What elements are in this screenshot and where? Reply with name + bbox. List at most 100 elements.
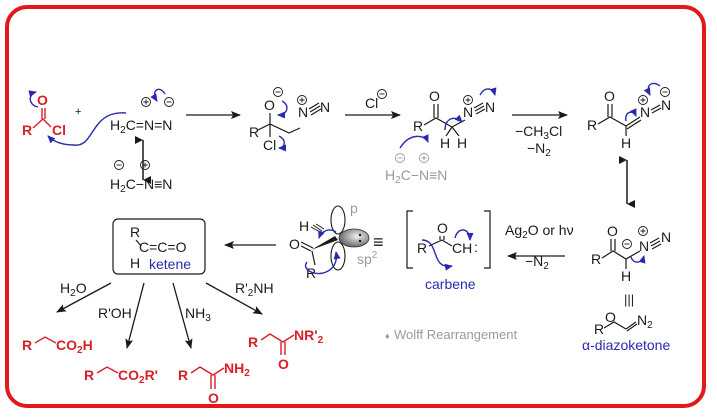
bond xyxy=(96,366,119,374)
double-bond xyxy=(625,321,638,332)
negative-charge-icon xyxy=(622,239,632,249)
negative-charge-icon xyxy=(395,153,405,163)
diazomethane-resonance: H2C−N≡N xyxy=(110,176,172,195)
double-bond xyxy=(41,108,46,119)
diamond-bullet-icon: ♦ xyxy=(385,331,390,341)
atom-N: N xyxy=(485,99,495,115)
negative-charge-icon xyxy=(273,87,283,97)
reaction-arrow-amine xyxy=(205,282,263,315)
negative-charge-icon xyxy=(114,160,124,170)
positive-charge-icon xyxy=(419,153,429,163)
atom-R: R xyxy=(413,118,423,134)
equivalence-icon: ≡ xyxy=(373,232,384,252)
triple-bond xyxy=(649,237,662,250)
atom-Cl: Cl xyxy=(263,137,276,153)
atom-O: O xyxy=(289,236,300,252)
curly-arrow-icon xyxy=(479,87,497,96)
carbene-CH: CH xyxy=(452,240,472,256)
bond xyxy=(601,250,641,260)
wolff-condition-1: Ag2O or hν xyxy=(505,222,574,241)
reagent-alcohol: R'OH xyxy=(98,305,132,321)
curly-arrow-icon xyxy=(630,255,646,264)
atom-H: H xyxy=(130,255,140,271)
bond xyxy=(135,239,142,247)
acyl-chloride: R O Cl xyxy=(22,90,66,138)
atom-O: O xyxy=(437,220,448,236)
reaction-arrow-water xyxy=(56,282,112,313)
atom-H: H xyxy=(299,218,309,234)
atom-O: O xyxy=(429,88,440,104)
carbene: O R CH : carbene xyxy=(406,210,491,292)
curly-arrow-icon xyxy=(421,239,453,271)
diazoketone-resonance-2: O R H N N xyxy=(591,223,671,284)
product-primary-amide: R O NH2 xyxy=(178,360,250,406)
wolff-condition-2: −N2 xyxy=(525,253,549,272)
left-bracket xyxy=(406,210,413,269)
curly-arrow-icon xyxy=(304,251,341,275)
right-bracket xyxy=(484,210,491,269)
lone-pair-icon: : xyxy=(474,239,478,255)
negative-charge-icon xyxy=(164,97,174,107)
curly-arrow-icon xyxy=(399,134,429,149)
double-bond xyxy=(210,375,216,389)
reaction-arrow-alcohol xyxy=(125,282,145,349)
bond xyxy=(597,116,627,127)
carboxylic-acid-group: CO2H xyxy=(56,337,93,356)
atom-R: R xyxy=(22,122,32,138)
diazoketone-resonance-1: O R H N N xyxy=(587,82,671,151)
atom-R: R xyxy=(249,124,259,140)
atom-R: R xyxy=(306,265,316,281)
negative-charge-icon xyxy=(377,89,387,99)
product-carboxylic-acid: R CO2H xyxy=(22,336,93,356)
sp2-label: sp2 xyxy=(357,250,378,267)
positive-charge-icon xyxy=(297,95,307,105)
atom-N: N xyxy=(661,97,671,113)
reaction-arrow-ammonia xyxy=(172,282,193,349)
atom-R: R xyxy=(130,224,140,240)
atom-H: H xyxy=(621,268,631,284)
ester-group: CO2R' xyxy=(118,367,158,386)
diagram-frame xyxy=(5,5,706,408)
atom-R: R xyxy=(248,334,258,350)
equivalence-icon: ||| xyxy=(624,292,634,307)
bond xyxy=(32,118,52,129)
bond xyxy=(190,366,225,376)
atom-R: R xyxy=(587,117,597,133)
product-ester: R CO2R' xyxy=(84,366,158,386)
curly-arrow-icon xyxy=(318,229,337,239)
double-bond xyxy=(439,236,445,240)
atom-R: R xyxy=(417,240,427,256)
plus-sign: + xyxy=(75,106,81,118)
atom-H: H xyxy=(457,135,467,151)
caption: Wolff Rearrangement xyxy=(394,327,517,342)
bond xyxy=(428,239,453,247)
atom-N: N xyxy=(640,104,650,120)
bond xyxy=(423,117,466,128)
positive-charge-icon xyxy=(638,226,648,236)
hash-bond xyxy=(310,223,325,233)
curly-arrow-icon xyxy=(277,100,288,119)
orbital-diagram: O H R p sp2 xyxy=(289,200,378,281)
ketene-formula: C=C=O xyxy=(139,239,187,255)
amide-group: NR'2 xyxy=(294,327,324,346)
triple-bond xyxy=(308,102,322,116)
curly-arrow-icon xyxy=(278,135,287,152)
atom-N: N xyxy=(463,104,473,120)
atom-R: R xyxy=(22,337,32,353)
elimination-condition-2: −N2 xyxy=(527,140,551,159)
positive-charge-icon xyxy=(140,160,150,170)
atom-H: H xyxy=(621,135,631,151)
positive-charge-icon xyxy=(463,95,473,105)
wedge-bond xyxy=(311,236,338,250)
diazomethane-formula: H2C−N≡N xyxy=(385,167,447,186)
diazomethane: H2C=N=N H2C−N≡N xyxy=(47,88,174,195)
elimination-condition-1: −CH3Cl xyxy=(515,123,562,142)
bond xyxy=(260,333,295,343)
atom-O: O xyxy=(605,309,616,325)
bond xyxy=(257,113,301,137)
reagent-water: H2O xyxy=(60,280,87,299)
p-orbital-bottom xyxy=(330,241,346,271)
bond xyxy=(311,250,316,266)
diazomethane-base: H2C−N≡N xyxy=(385,153,447,186)
